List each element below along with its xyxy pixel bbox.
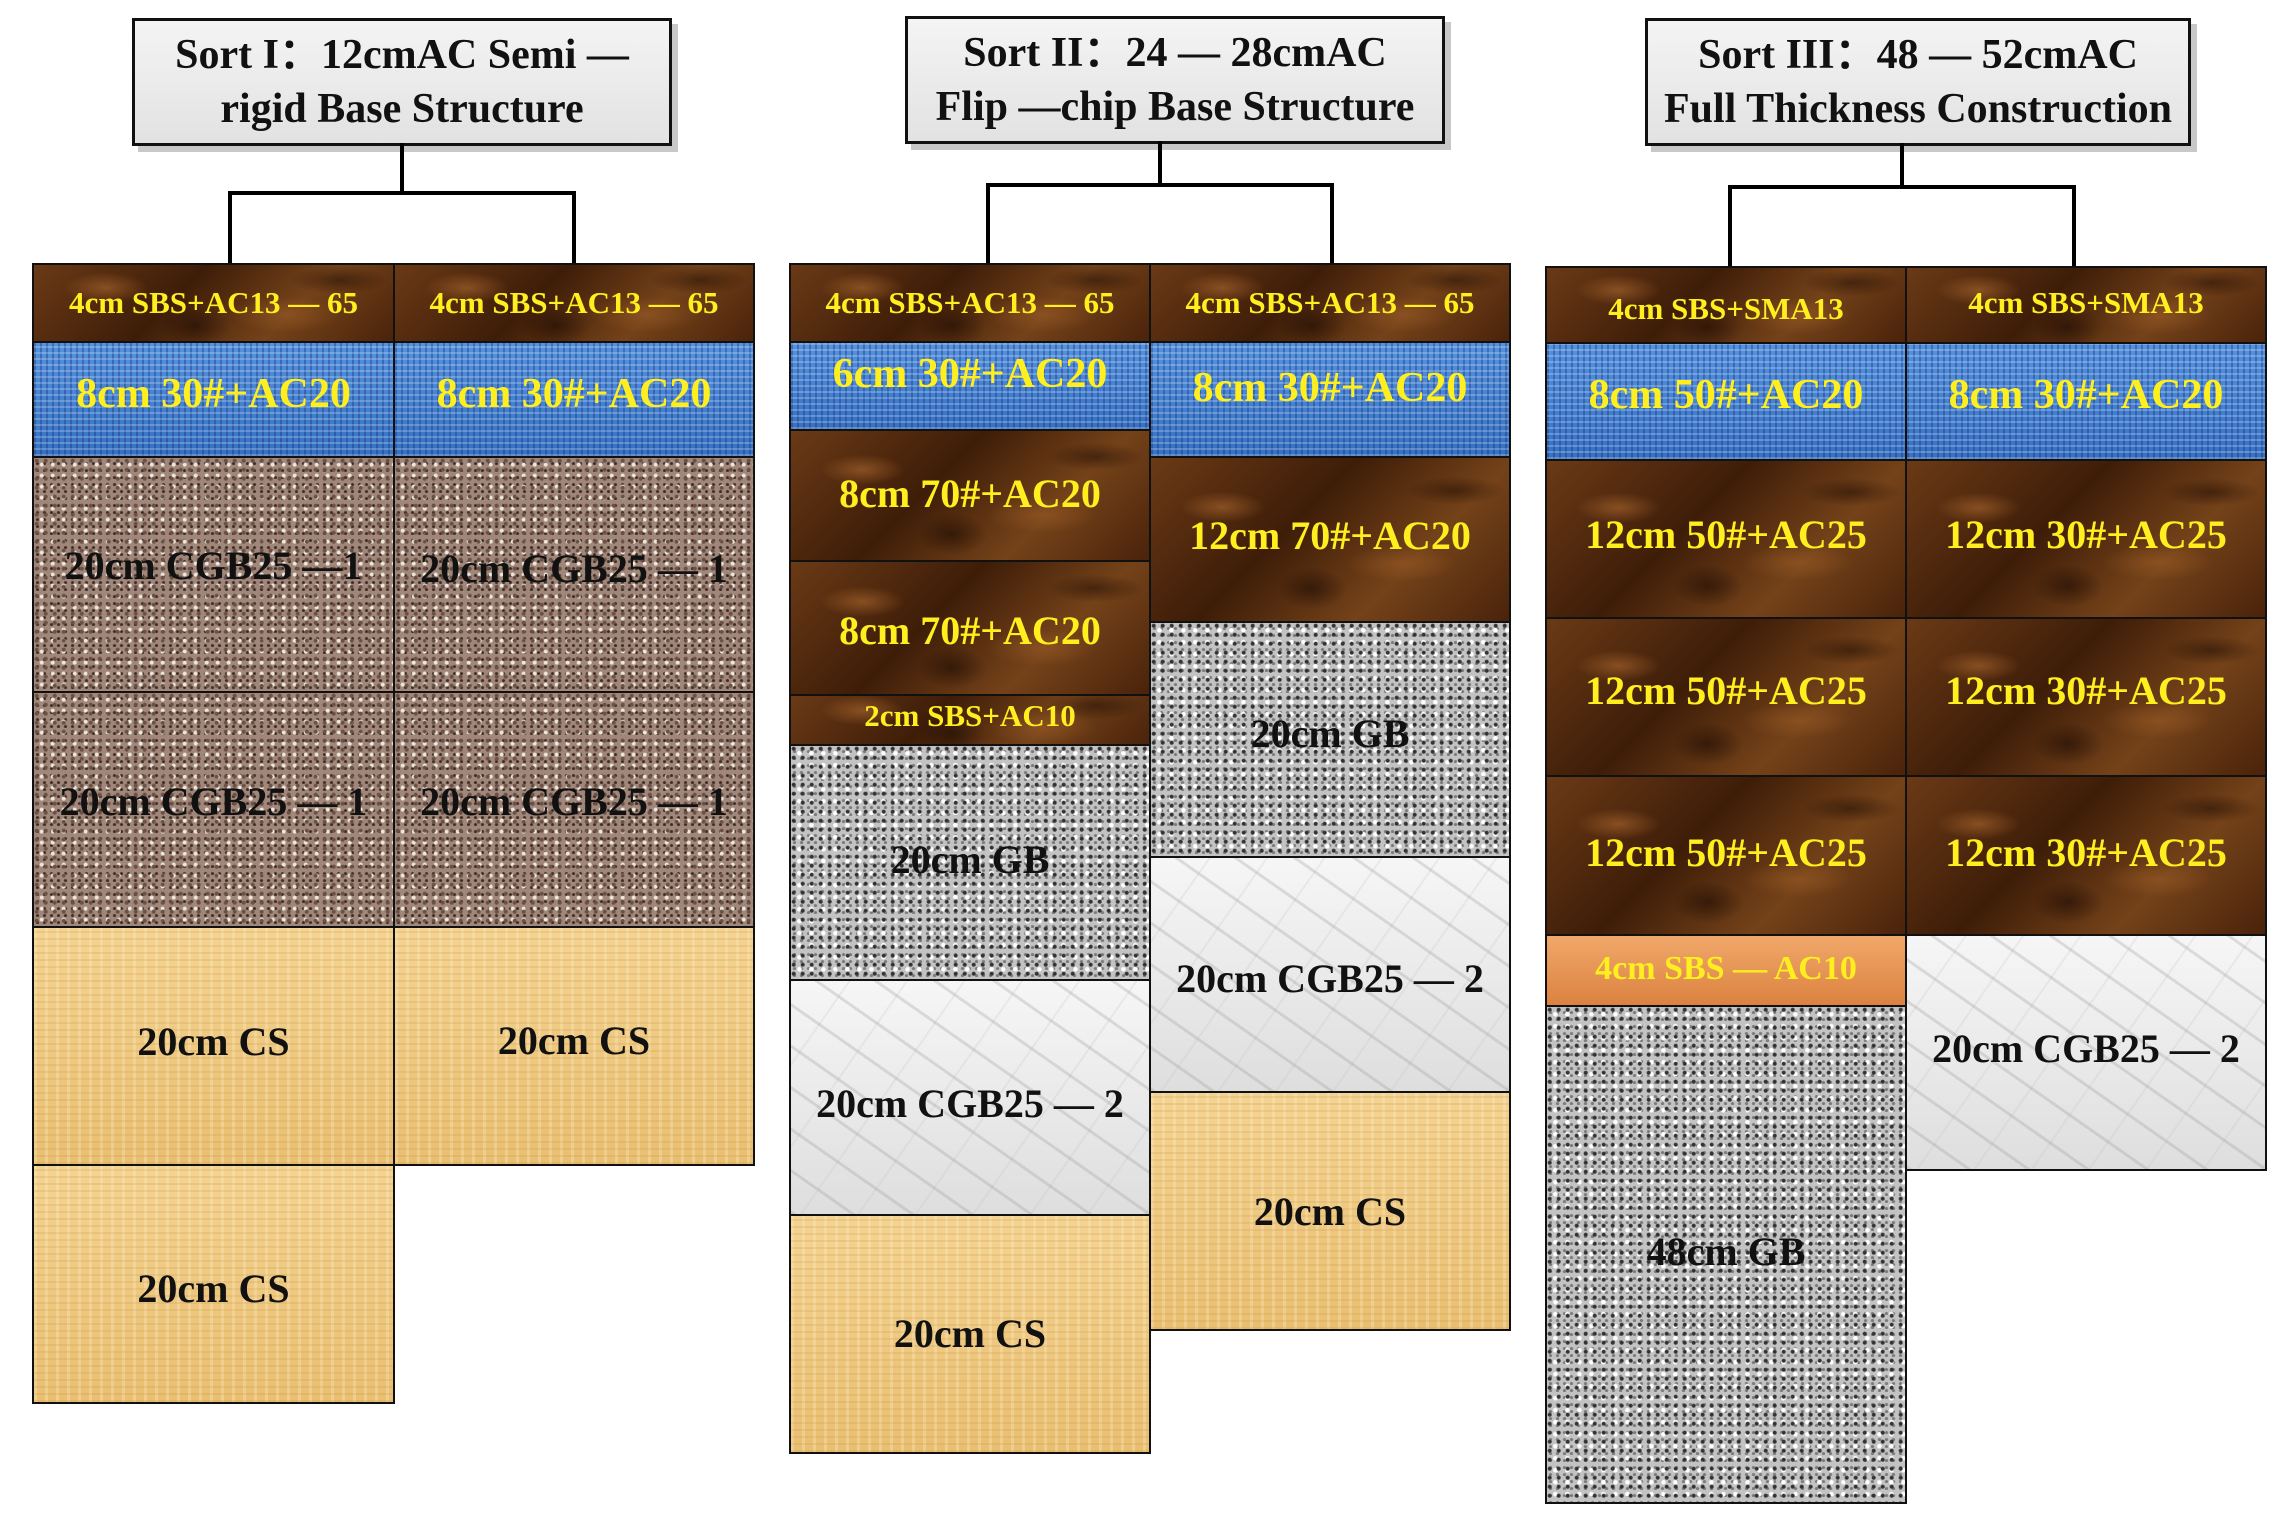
sort-2-col-2-layer-1: 4cm SBS+AC13 — 65 [1149, 263, 1511, 343]
sort-3-col-1-layer-1: 4cm SBS+SMA13 [1545, 266, 1907, 344]
layer-label: 8cm 70#+AC20 [839, 607, 1101, 653]
layer-label: 4cm SBS+AC13 — 65 [825, 285, 1115, 320]
sort-3-col-1-layer-5: 12cm 50#+AC25 [1545, 775, 1907, 936]
layer-label: 20cm CS [137, 1018, 290, 1064]
layer-label: 12cm 70#+AC20 [1189, 513, 1471, 558]
layer-label: 20cm CS [497, 1017, 651, 1063]
sort-3-connector-left [1728, 185, 1732, 267]
layer-label: 12cm 30#+AC25 [1945, 830, 2227, 875]
sort-3-col-2-layer-3: 12cm 30#+AC25 [1905, 459, 2267, 619]
layer-label: 12cm 50#+AC25 [1585, 830, 1867, 875]
layer-label: 6cm 30#+AC20 [832, 351, 1108, 397]
sort-1-col-1-layer-6: 20cm CS [32, 1164, 395, 1404]
sort-1-col-1-layer-2: 8cm 30#+AC20 [32, 341, 395, 458]
layer-label: 20cm CS [137, 1265, 290, 1311]
layer-label: 8cm 30#+AC20 [436, 370, 712, 417]
sort-1-connector-bar [228, 191, 576, 195]
layer-label: 8cm 30#+AC20 [1192, 364, 1468, 411]
sort-1-col-1-layer-3: 20cm CGB25 —1 [32, 456, 395, 693]
layer-label: 12cm 50#+AC25 [1585, 511, 1867, 557]
sort-2-col-2-layer-3: 12cm 70#+AC20 [1149, 456, 1511, 623]
layer-label: 20cm CGB25 — 1 [59, 779, 368, 824]
sort-2-connector-stem [1158, 141, 1162, 185]
layer-label: 4cm SBS+AC13 — 65 [1185, 285, 1475, 320]
sort-3-connector-right [2072, 185, 2076, 267]
layer-label: 20cm CGB25 — 1 [420, 546, 728, 591]
sort-3-col-1-layer-6: 4cm SBS — AC10 [1545, 934, 1907, 1007]
sort-3-title-line-2: Full Thickness Construction [1664, 86, 2172, 132]
sort-3-col-1-layer-2: 8cm 50#+AC20 [1545, 342, 1907, 461]
sort-1-connector-stem [400, 143, 404, 193]
sort-2-connector-right [1330, 183, 1334, 264]
layer-label: 2cm SBS+AC10 [864, 698, 1076, 733]
sort-1-col-2-layer-1: 4cm SBS+AC13 — 65 [393, 263, 755, 343]
layer-label: 20cm CS [893, 1310, 1047, 1356]
layer-label: 4cm SBS+SMA13 [1608, 291, 1844, 326]
sort-3-col-1-layer-4: 12cm 50#+AC25 [1545, 617, 1907, 777]
layer-label: 20cm GB [890, 837, 1050, 882]
sort-1-col-2-layer-5: 20cm CS [393, 926, 755, 1166]
sort-2-col-1-layer-6: 20cm GB [789, 744, 1151, 981]
sort-2-col-1-layer-1: 4cm SBS+AC13 — 65 [789, 263, 1151, 343]
sort-2-col-2-layer-4: 20cm GB [1149, 621, 1511, 858]
layer-label: 8cm 30#+AC20 [76, 370, 351, 417]
sort-3-title-line-1: Sort III：48 — 52cmAC [1698, 32, 2138, 78]
sort-2-col-2-layer-5: 20cm CGB25 — 2 [1149, 856, 1511, 1093]
sort-2-col-1-layer-7: 20cm CGB25 — 2 [789, 979, 1151, 1216]
sort-3-connector-stem [1900, 143, 1904, 187]
layer-label: 4cm SBS+AC13 — 65 [429, 285, 719, 320]
sort-3-col-1-layer-7: 48cm GB [1545, 1005, 1907, 1504]
layer-label: 20cm CGB25 — 1 [420, 779, 728, 824]
sort-2-col-1-layer-3: 8cm 70#+AC20 [789, 429, 1151, 562]
sort-2-col-2-layer-6: 20cm CS [1149, 1091, 1511, 1331]
layer-label: 12cm 30#+AC25 [1945, 511, 2227, 557]
sort-1-title-box: Sort I：12cmAC Semi — rigid Base Structur… [132, 18, 672, 146]
sort-3-col-2-layer-1: 4cm SBS+SMA13 [1905, 266, 2267, 344]
sort-2-title-line-2: Flip —chip Base Structure [935, 84, 1415, 130]
sort-1-connector-right [572, 191, 576, 264]
sort-2-col-1-layer-4: 8cm 70#+AC20 [789, 560, 1151, 696]
layer-label: 4cm SBS+SMA13 [1968, 285, 2204, 320]
layer-label: 20cm CGB25 —1 [64, 543, 363, 588]
sort-2-connector-left [986, 183, 990, 264]
sort-2-title-box: Sort II：24 — 28cmAC Flip —chip Base Stru… [905, 16, 1445, 144]
sort-1-col-2-layer-3: 20cm CGB25 — 1 [393, 456, 755, 693]
sort-2-col-1-layer-2: 6cm 30#+AC20 [789, 341, 1151, 431]
layer-label: 8cm 70#+AC20 [839, 471, 1101, 516]
sort-2-title-line-1: Sort II：24 — 28cmAC [963, 30, 1387, 76]
layer-label: 20cm CS [1253, 1188, 1407, 1234]
layer-label: 20cm CGB25 — 2 [1176, 956, 1484, 1001]
sort-3-col-2-layer-4: 12cm 30#+AC25 [1905, 617, 2267, 777]
sort-3-col-2-layer-2: 8cm 30#+AC20 [1905, 342, 2267, 461]
sort-1-title-line-1: Sort I：12cmAC Semi — [175, 32, 629, 78]
sort-1-col-1-layer-5: 20cm CS [32, 926, 395, 1166]
sort-2-col-1-layer-5: 2cm SBS+AC10 [789, 694, 1151, 746]
layer-label: 8cm 30#+AC20 [1948, 371, 2224, 418]
sort-1-col-1-layer-1: 4cm SBS+AC13 — 65 [32, 263, 395, 343]
layer-label: 8cm 50#+AC20 [1588, 371, 1864, 418]
sort-1-col-2-layer-2: 8cm 30#+AC20 [393, 341, 755, 458]
sort-3-col-2-layer-6: 20cm CGB25 — 2 [1905, 934, 2267, 1171]
sort-1-col-1-layer-4: 20cm CGB25 — 1 [32, 691, 395, 928]
sort-3-title-box: Sort III：48 — 52cmAC Full Thickness Cons… [1645, 18, 2191, 146]
sort-3-connector-bar [1728, 185, 2076, 189]
sort-2-col-2-layer-2: 8cm 30#+AC20 [1149, 341, 1511, 458]
sort-1-title-line-2: rigid Base Structure [220, 86, 584, 132]
sort-1-col-2-layer-4: 20cm CGB25 — 1 [393, 691, 755, 928]
layer-label: 20cm CGB25 — 2 [1932, 1026, 2240, 1071]
layer-label: 20cm CGB25 — 2 [816, 1081, 1124, 1126]
layer-label: 12cm 50#+AC25 [1585, 667, 1867, 713]
sort-3-col-2-layer-5: 12cm 30#+AC25 [1905, 775, 2267, 936]
sort-2-connector-bar [986, 183, 1334, 187]
layer-label: 4cm SBS+AC13 — 65 [69, 285, 358, 320]
layer-label: 20cm GB [1250, 711, 1410, 756]
sort-2-col-1-layer-8: 20cm CS [789, 1214, 1151, 1454]
layer-label: 48cm GB [1646, 1229, 1806, 1274]
sort-1-connector-left [228, 191, 232, 264]
sort-3-col-1-layer-3: 12cm 50#+AC25 [1545, 459, 1907, 619]
layer-label: 4cm SBS — AC10 [1595, 949, 1857, 987]
layer-label: 12cm 30#+AC25 [1945, 667, 2227, 713]
